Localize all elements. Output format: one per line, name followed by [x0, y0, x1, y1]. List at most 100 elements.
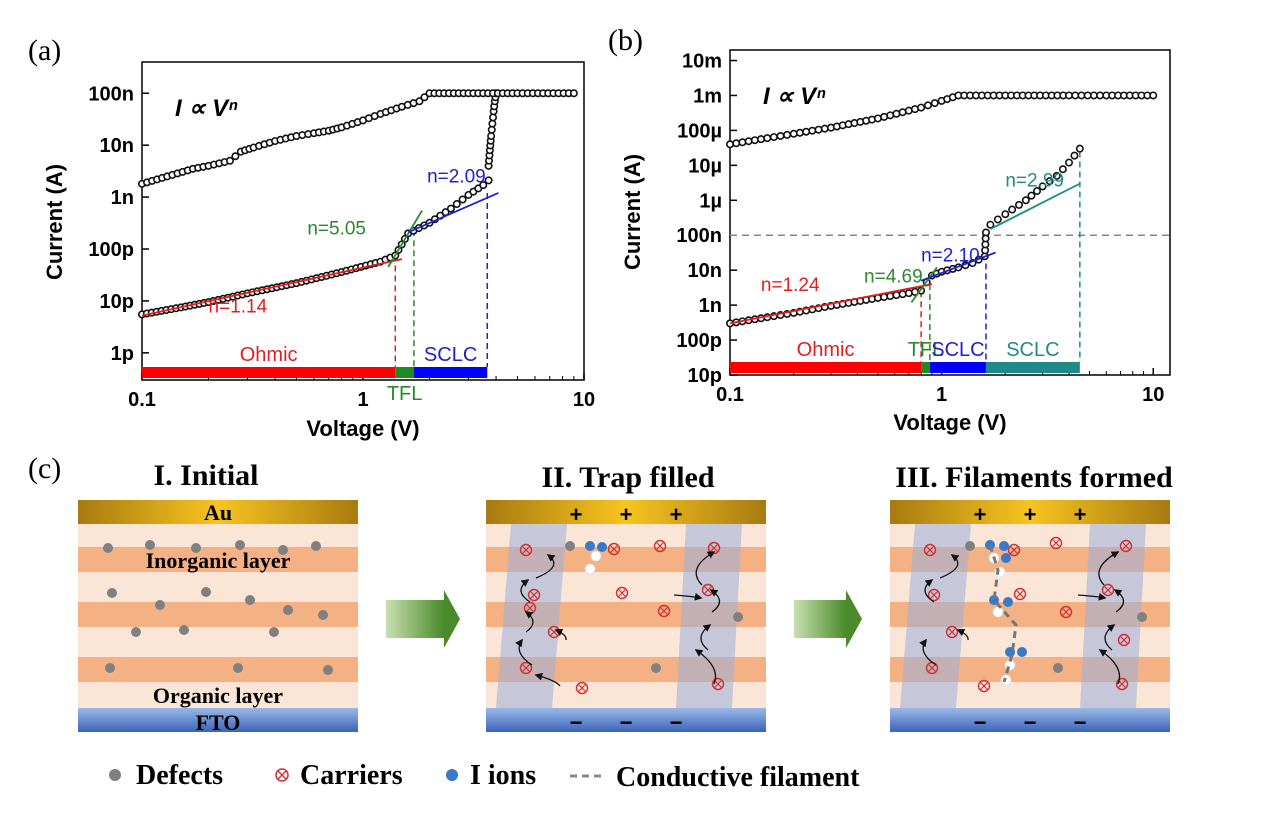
defect-marker — [733, 612, 743, 622]
data-point — [1075, 144, 1084, 153]
data-point — [795, 128, 804, 137]
plus-sign: + — [570, 502, 583, 527]
defect-marker — [565, 541, 575, 551]
carrier-cross — [926, 546, 934, 554]
y-tick-label: 100p — [676, 330, 722, 352]
legend-carrier-label: Carriers — [300, 760, 403, 791]
defect-marker — [145, 540, 155, 550]
panel-c: (c) I. Initial II. Trap filled III. Fila… — [28, 452, 1173, 793]
defect-marker — [131, 627, 141, 637]
carrier-cross — [1120, 636, 1128, 644]
region-label: TFL — [387, 383, 423, 405]
data-point — [802, 127, 811, 136]
carrier-cross — [530, 591, 538, 599]
fit-line — [729, 283, 933, 325]
fit-label: n=4.69 — [864, 266, 923, 287]
carrier-ring — [519, 543, 533, 557]
hop-arrow — [554, 629, 567, 641]
x-axis-label-b: Voltage (V) — [893, 410, 1006, 435]
region-bar — [142, 367, 396, 378]
carrier-marker — [927, 588, 941, 602]
series-high — [138, 89, 578, 188]
data-point — [1021, 196, 1030, 205]
data-point — [231, 152, 240, 161]
x-axis-label-a: Voltage (V) — [306, 416, 419, 441]
defect-marker — [965, 541, 975, 551]
carrier-ring — [607, 542, 621, 556]
data-point — [880, 293, 889, 302]
defect-marker — [103, 543, 113, 553]
carrier-cross — [522, 664, 530, 672]
data-point — [783, 130, 792, 139]
region-label: TFL — [908, 339, 944, 361]
data-point — [744, 137, 753, 146]
data-point — [484, 176, 493, 185]
vacancy-marker — [584, 563, 596, 575]
au-electrode — [486, 500, 766, 524]
legend-ion-label: I ions — [470, 760, 536, 791]
region-bar — [929, 362, 986, 373]
data-point — [923, 101, 932, 110]
region-label: Ohmic — [240, 344, 298, 366]
data-point — [1001, 210, 1010, 219]
data-point — [1008, 205, 1017, 214]
formula-a: I ∝ Vⁿ — [175, 95, 238, 122]
legend-carrier-marker — [275, 768, 289, 782]
data-point — [1149, 91, 1158, 100]
data-point — [892, 291, 901, 300]
hop-arrow — [520, 579, 531, 603]
data-point — [789, 129, 798, 138]
panel-label-c: (c) — [28, 452, 61, 485]
region-label: SCLC — [1006, 339, 1059, 361]
hop-arrow — [695, 551, 716, 586]
data-point — [898, 290, 907, 299]
defect-marker — [318, 610, 328, 620]
ion-marker — [585, 541, 595, 551]
carrier-marker — [1115, 677, 1129, 691]
carrier-marker — [1101, 583, 1115, 597]
carrier-cross — [610, 545, 618, 553]
fto-electrode — [78, 708, 358, 732]
carrier-ring — [1117, 633, 1131, 647]
conductive-filament — [988, 544, 1018, 683]
carrier-ring — [527, 588, 541, 602]
plus-sign: + — [620, 502, 633, 527]
ion-marker — [1003, 597, 1013, 607]
fit-label: n=1.24 — [761, 275, 820, 296]
carrier-marker — [1049, 536, 1063, 550]
carrier-ring — [923, 543, 937, 557]
data-point — [814, 125, 823, 134]
minus-sign: − — [1074, 710, 1087, 735]
hop-arrow — [1104, 624, 1116, 651]
carrier-ring — [1119, 539, 1133, 553]
y-tick-label: 1n — [111, 187, 134, 209]
carrier-marker — [519, 661, 533, 675]
carrier-marker — [1013, 587, 1027, 601]
fit-line — [910, 266, 938, 303]
fit-label: n=2.99 — [1005, 170, 1064, 191]
fit-line — [141, 258, 403, 317]
hop-arrow — [709, 589, 721, 613]
stage-2-device: +−+−+− — [486, 500, 766, 735]
carrier-cross — [1104, 586, 1112, 594]
carrier-cross — [522, 546, 530, 554]
inorganic-band — [78, 657, 358, 682]
carrier-cross — [1122, 542, 1130, 550]
carrier-cross — [930, 591, 938, 599]
data-point — [1052, 171, 1061, 180]
data-point — [569, 89, 578, 98]
defect-marker — [201, 587, 211, 597]
region-label: SCLC — [931, 339, 984, 361]
stage-title-1: I. Initial — [153, 459, 258, 492]
au-electrode — [78, 500, 358, 524]
transition-arrow-2-body — [794, 600, 846, 638]
data-point — [725, 140, 734, 149]
carrier-cross — [948, 628, 956, 636]
carrier-ring — [977, 679, 991, 693]
carrier-marker — [527, 588, 541, 602]
hop-arrow — [694, 649, 717, 685]
y-tick-label: 1n — [699, 295, 722, 317]
y-tick-label: 100n — [676, 225, 722, 247]
